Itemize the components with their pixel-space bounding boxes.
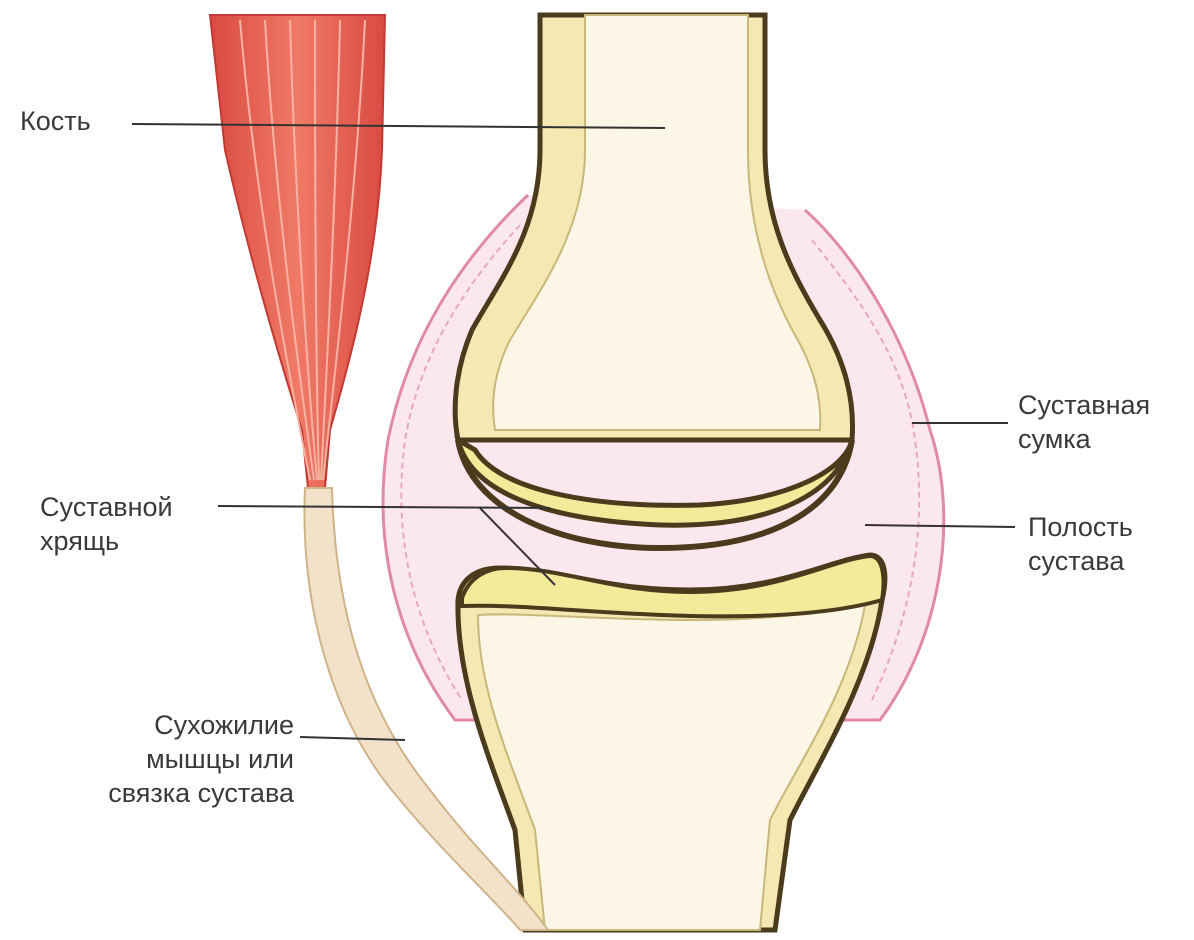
label-joint-capsule-line1: Суставная <box>1018 388 1150 422</box>
label-joint-cavity: Полость сустава <box>1028 510 1133 578</box>
label-joint-cavity-line2: сустава <box>1028 544 1133 578</box>
label-joint-cavity-line1: Полость <box>1028 510 1133 544</box>
label-joint-capsule: Суставная сумка <box>1018 388 1150 456</box>
label-cartilage: Суставной хрящь <box>40 490 173 558</box>
label-tendon-line3: связка сустава <box>60 776 294 810</box>
label-tendon-line2: мышцы или <box>60 742 294 776</box>
label-tendon-line1: Сухожилие <box>60 708 294 742</box>
label-tendon: Сухожилие мышцы или связка сустава <box>60 708 294 810</box>
label-cartilage-line1: Суставной <box>40 490 173 524</box>
label-joint-capsule-line2: сумка <box>1018 422 1150 456</box>
label-bone: Кость <box>20 104 91 138</box>
label-cartilage-line2: хрящь <box>40 524 173 558</box>
